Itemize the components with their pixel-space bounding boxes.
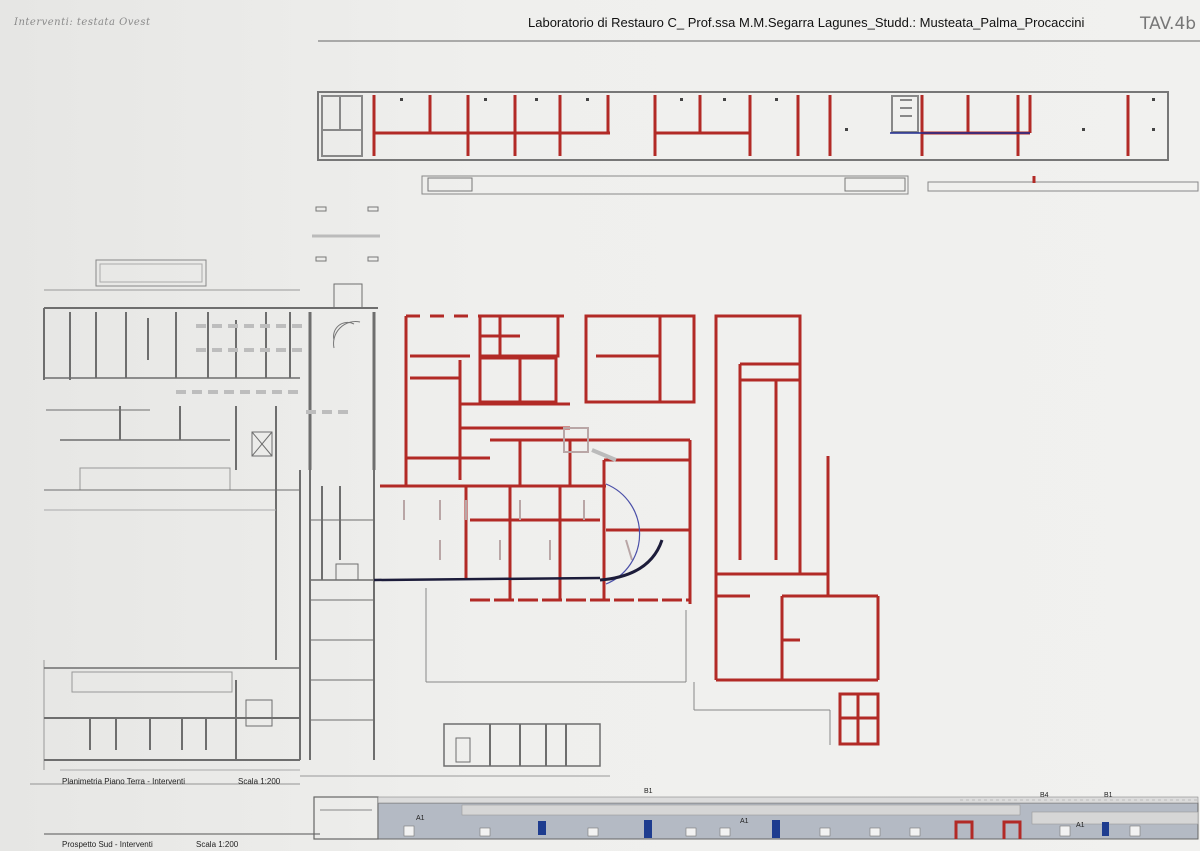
elevation-windows <box>403 825 1141 837</box>
elevation-caption: Prospetto Sud - Interventi <box>62 840 153 849</box>
new-curved-beam <box>599 539 664 582</box>
new-beam-line <box>373 576 601 582</box>
elevation-label-b1: B1 <box>644 788 653 795</box>
upper-plan-walkway <box>927 181 1199 192</box>
upper-plan-pillars <box>400 98 1155 131</box>
stair-corridor <box>333 321 361 349</box>
header-title: Laboratorio di Restauro C_ Prof.ssa M.M.… <box>528 15 1085 30</box>
handwritten-note: Interventi: testata Ovest <box>14 17 151 28</box>
plan-caption: Planimetria Piano Terra - Interventi <box>62 777 186 786</box>
elevation-openings-blue <box>538 820 1109 838</box>
elevation-label-b1: B1 <box>1104 792 1113 799</box>
elevation-red-portals <box>954 820 1022 839</box>
upper-plan-ramp-left <box>427 177 473 192</box>
elevation-label-a1: A1 <box>416 815 425 822</box>
demolished-walls <box>176 324 350 414</box>
intervention-void <box>403 427 633 561</box>
plan-scale: Scala 1:200 <box>238 777 281 786</box>
south-elevation <box>30 783 1199 840</box>
existing-building <box>43 259 831 777</box>
new-curved-wall <box>605 483 641 585</box>
upper-plan-strip <box>317 91 1199 195</box>
intervention-plan <box>380 314 880 746</box>
elevation-scale: Scala 1:200 <box>196 840 239 849</box>
upper-plan-terrace <box>421 175 909 195</box>
sheet-number: TAV.4b <box>1140 14 1197 34</box>
upper-plan-ramp-right <box>844 177 906 192</box>
upper-plan-outline <box>317 91 1169 161</box>
upper-plan-existing-walls <box>321 95 919 157</box>
legend-symbols <box>312 206 380 262</box>
elevation-label-a1: A1 <box>1076 822 1085 829</box>
elevation-label-b4: B4 <box>1040 792 1049 799</box>
elevation-label-a1: A1 <box>740 818 749 825</box>
upper-plan-intervention-walls <box>372 95 1130 156</box>
